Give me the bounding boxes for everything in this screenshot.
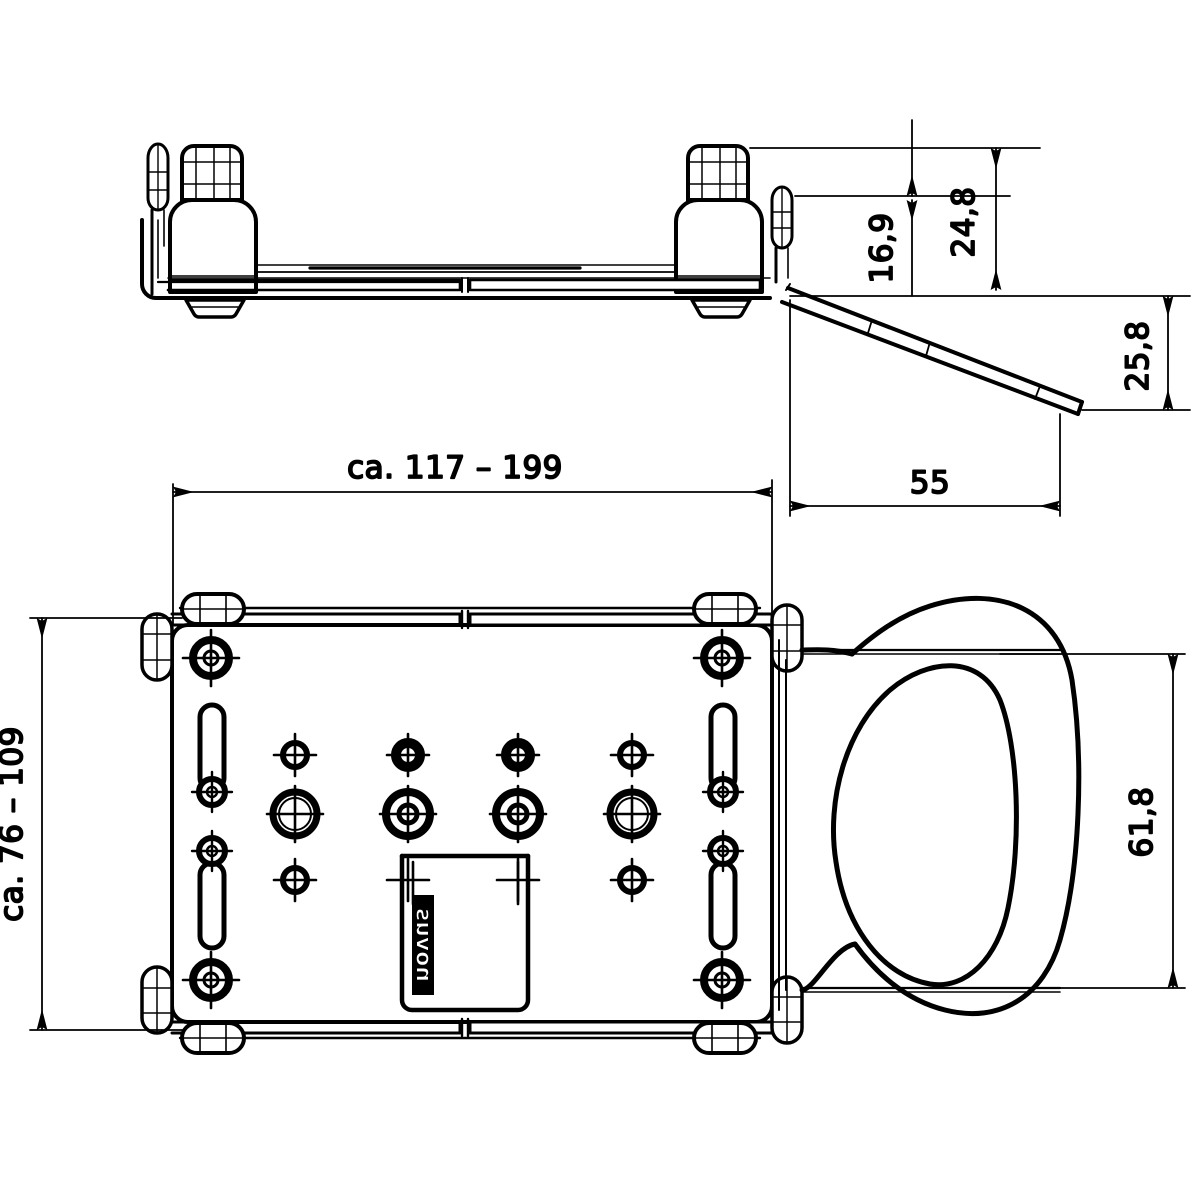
dimension-label-16-9: 16,9: [864, 212, 900, 283]
right-clamp-assembly: [674, 144, 794, 319]
plan-corner-screws: [140, 592, 804, 1055]
vesa-hole-column: [488, 732, 548, 903]
plan-left-slots: [190, 702, 234, 951]
plan-side-rails: [170, 630, 787, 1018]
plan-view: novus: [140, 592, 1082, 1055]
dimension-group-plan: ca. 76 – 109 61,8: [0, 617, 1186, 1031]
dimension-55: 55: [789, 464, 1061, 512]
dimension-16-9: 16,9: [863, 119, 918, 297]
adjustable-rail: [140, 218, 772, 300]
dimension-25-8: 25,8: [1119, 295, 1174, 411]
dimension-label-55: 55: [910, 465, 950, 501]
plan-knob-assembly: [799, 596, 1082, 1017]
mounting-plate-outline: [170, 623, 774, 1024]
dimension-label-24-8: 24,8: [946, 186, 982, 257]
plan-top-rail: [170, 606, 774, 630]
side-elevation-view: [140, 142, 1084, 416]
tilt-arm: [780, 283, 1084, 416]
dimension-group-horizontal: ca. 117 – 199 55: [172, 299, 1061, 626]
vesa-hole-column: [378, 732, 438, 903]
plan-corner-holes: [181, 628, 752, 1010]
dimension-24-8: 24,8: [945, 147, 1002, 291]
dimension-group-upper: 16,9 24,8 25,8: [749, 119, 1191, 411]
dimension-61-8: 61,8: [1123, 653, 1179, 989]
plan-bottom-rail: [170, 1017, 774, 1040]
dimension-117-199: ca. 117 – 199: [172, 449, 773, 498]
dimension-label-117-199: ca. 117 – 199: [347, 450, 563, 486]
brand-logo: novus: [410, 895, 436, 995]
left-clamp-assembly: [146, 142, 258, 319]
dimension-76-109: ca. 76 – 109: [0, 617, 48, 1031]
brand-logo-text: novus: [411, 908, 436, 982]
vesa-hole-column: [602, 732, 662, 903]
vesa-hole-pattern: [265, 732, 662, 903]
dimension-label-61-8: 61,8: [1124, 786, 1160, 857]
plan-right-slots: [701, 702, 745, 951]
vesa-hole-column: [265, 732, 325, 903]
dimension-label-76-109: ca. 76 – 109: [0, 726, 30, 922]
dimension-label-25-8: 25,8: [1120, 320, 1156, 391]
